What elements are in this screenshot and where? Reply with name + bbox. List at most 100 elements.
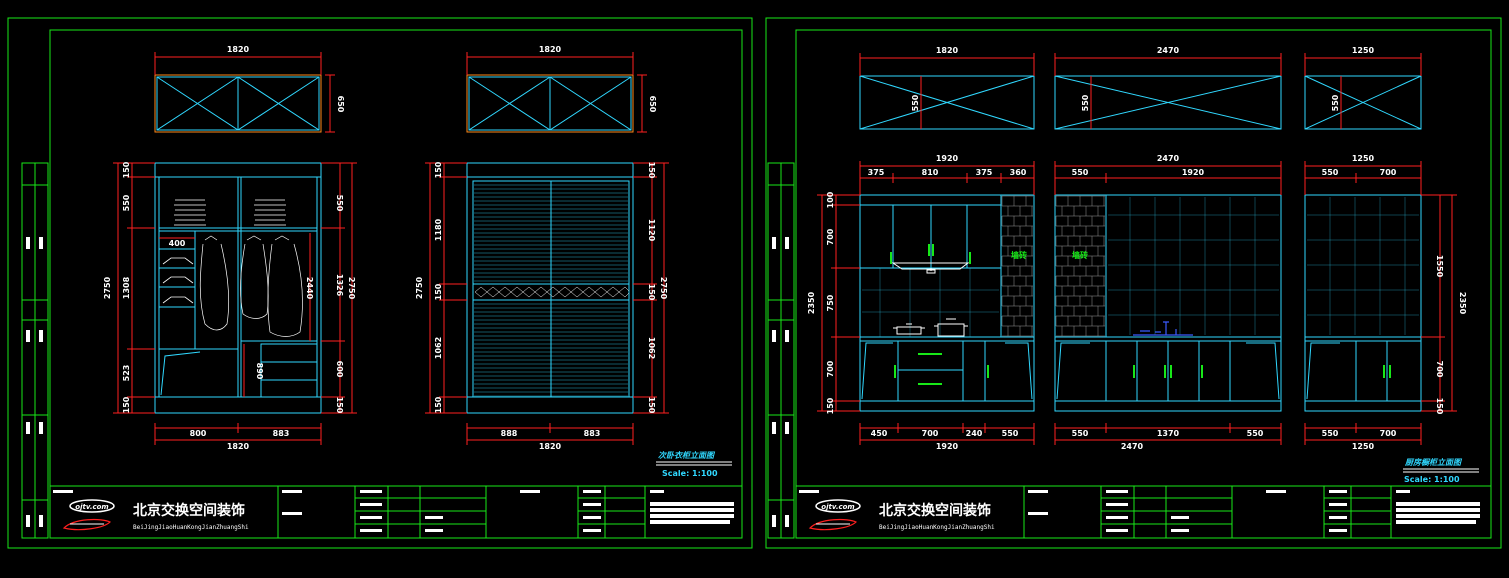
dim-door-h5: 150 [434, 396, 443, 413]
elev3-grid [1307, 197, 1419, 335]
dim-door-b1: 888 [501, 429, 518, 438]
left-drawing-title: 次卧衣柜立面图 [658, 451, 716, 460]
dim-e2-b1: 550 [1072, 429, 1089, 438]
dim-top-height-1: 650 [336, 96, 345, 113]
right-drawing-frame [795, 29, 1492, 539]
dim-e3-top-total: 1250 [1352, 154, 1375, 163]
door-pattern [474, 286, 630, 298]
right-sheet-border [765, 17, 1502, 549]
left-brand-pinyin: BeiJingJiaoHuanKongJianZhuangShi [133, 524, 249, 531]
dim-e1-top-4: 360 [1010, 168, 1027, 177]
dim-door-h1: 150 [434, 161, 443, 178]
door-slats [474, 184, 628, 397]
hanging-clothes [199, 235, 303, 337]
sink-faucet [1133, 321, 1193, 336]
kitchen-elev3 [1304, 194, 1422, 412]
dim-ward-inner-w: 400 [169, 239, 186, 248]
dim-e1-h3: 750 [826, 294, 835, 311]
dim-e1-b4: 550 [1002, 429, 1019, 438]
dim-ward-r-total: 2750 [347, 277, 356, 300]
dim-e2-b3: 550 [1247, 429, 1264, 438]
dim-door-h2: 1180 [434, 218, 443, 241]
dim-e1-h4: 700 [826, 360, 835, 377]
dim-rtop-h1: 550 [911, 94, 920, 111]
right-title-block [795, 485, 1492, 539]
dim-e3-top-2: 700 [1380, 168, 1397, 177]
dim-door-r2: 1120 [647, 219, 656, 242]
dim-ward-hang: 2440 [305, 277, 314, 300]
dim-ward-r3: 600 [335, 361, 344, 378]
right-title-block-fills [799, 490, 1480, 532]
dim-ward-drawer: 890 [255, 363, 264, 380]
cooking-pots [893, 318, 968, 337]
dim-e1-b-total: 1920 [936, 442, 959, 451]
dim-top-height-2: 650 [648, 96, 657, 113]
right-brand-pinyin: BeiJingJiaoHuanKongJianZhuangShi [879, 524, 995, 531]
sheet-borders [7, 17, 1502, 549]
left-top-box-1 [154, 74, 322, 133]
dim-e2-top-2: 1920 [1182, 168, 1205, 177]
dim-e2-top-1: 550 [1072, 168, 1089, 177]
dim-ward-b2: 883 [273, 429, 290, 438]
dim-e1-h5: 150 [826, 397, 835, 414]
elev1-handles [890, 244, 989, 385]
wardrobe-left-dims [113, 162, 357, 445]
dim-e3-r2: 700 [1435, 361, 1444, 378]
dim-e1-top-3: 375 [976, 168, 993, 177]
dim-e1-b3: 240 [966, 429, 983, 438]
wardrobe-right-dims [425, 162, 669, 445]
left-brand-logo: ojtv.com [62, 499, 115, 531]
range-hood [891, 262, 970, 274]
elev2-grid [1108, 197, 1279, 335]
dim-ward-h3: 1308 [122, 276, 131, 299]
right-brand-logo: ojtv.com [808, 499, 861, 531]
dim-e1-total-h: 2350 [807, 291, 816, 314]
elev1-dims [817, 161, 1035, 445]
elev1-grid [862, 268, 999, 337]
left-top-dims [154, 52, 647, 133]
left-title-block [49, 485, 743, 539]
elev3-handles [1383, 365, 1391, 378]
dim-door-b2: 883 [584, 429, 601, 438]
dim-e3-total-h: 2350 [1458, 292, 1467, 315]
dim-ward-r2: 1326 [335, 274, 344, 297]
wardrobe-interior [154, 162, 322, 414]
dim-e3-b2: 700 [1380, 429, 1397, 438]
elev3-dims [1304, 161, 1457, 445]
left-drawing-scale: Scale: 1:100 [662, 469, 718, 478]
wardrobe-doors [466, 162, 634, 414]
dim-top-width-2: 1820 [539, 45, 562, 54]
right-brand-name: 北京交换空间装饰 [879, 502, 991, 519]
dim-e2-b2: 1370 [1157, 429, 1180, 438]
elev1-tile-label: 墙砖 [1011, 250, 1027, 260]
elev1-tile-wall [1001, 195, 1033, 337]
right-strip [767, 162, 795, 539]
dim-ward-h2: 550 [122, 194, 131, 211]
right-strip-marks [772, 237, 789, 527]
dim-door-h4: 1062 [434, 337, 443, 359]
dim-e1-top-1: 375 [868, 168, 885, 177]
right-top-dims [859, 53, 1422, 129]
dim-ward-r4: 150 [335, 397, 344, 414]
dim-door-r3: 150 [647, 284, 656, 301]
dim-door-r5: 150 [647, 397, 656, 414]
right-logo-text: ojtv.com [821, 503, 854, 511]
dim-e1-top-total: 1920 [936, 154, 959, 163]
dim-e1-b2: 700 [922, 429, 939, 438]
left-logo-text: ojtv.com [75, 503, 108, 511]
left-title-block-fills [53, 490, 734, 532]
dim-rtop-w1: 1820 [936, 46, 959, 55]
dim-door-r1: 150 [647, 162, 656, 179]
dim-rtop-h3: 550 [1331, 94, 1340, 111]
dim-e1-b1: 450 [871, 429, 888, 438]
dim-e1-top-2: 810 [922, 168, 939, 177]
dim-ward-btotal: 1820 [227, 442, 250, 451]
right-top-boxes [859, 75, 1422, 130]
dim-ward-total-h: 2750 [103, 276, 112, 299]
dim-ward-b1: 800 [190, 429, 207, 438]
elev2-dims [1054, 161, 1282, 445]
dim-e3-b1: 550 [1322, 429, 1339, 438]
dim-door-total-h: 2750 [415, 276, 424, 299]
right-drawing-scale: Scale: 1:100 [1404, 475, 1460, 484]
